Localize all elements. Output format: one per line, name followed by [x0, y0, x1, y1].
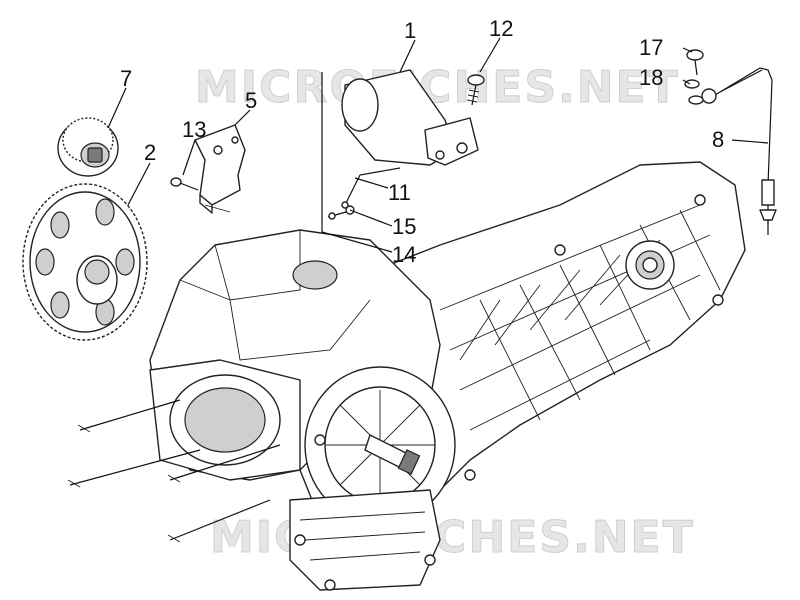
- callout-13: 13: [182, 117, 206, 142]
- callout-18: 18: [639, 65, 663, 90]
- callout-labels: 1 12 17 18 7 5 13 2 8 11 15 14: [120, 16, 724, 267]
- screw-15: [327, 205, 355, 220]
- bracket-5: [194, 124, 246, 214]
- callout-5: 5: [245, 88, 257, 113]
- watermark-top: MICROFICHES.NET: [195, 62, 680, 113]
- callout-2: 2: [144, 140, 156, 165]
- watermark-bottom: MICROFICHES.NET: [210, 512, 695, 563]
- callout-14: 14: [392, 242, 416, 267]
- cable-8: [701, 67, 777, 235]
- screw-12: [466, 74, 485, 106]
- callout-7: 7: [120, 66, 132, 91]
- callout-8: 8: [712, 127, 724, 152]
- cylinder-studs: [67, 399, 281, 543]
- crankcase: [67, 161, 746, 591]
- gear-7: [57, 117, 119, 177]
- callout-12: 12: [489, 16, 513, 41]
- screw-17: [686, 49, 704, 76]
- washer-18: [684, 79, 704, 105]
- screw-13: [170, 177, 231, 213]
- callout-17: 17: [639, 35, 663, 60]
- callout-15: 15: [392, 214, 416, 239]
- leader-lines: [107, 37, 769, 253]
- callout-11: 11: [388, 180, 411, 205]
- starter-motor: [341, 69, 479, 209]
- sprocket-2: [22, 183, 148, 341]
- callout-1: 1: [404, 18, 416, 43]
